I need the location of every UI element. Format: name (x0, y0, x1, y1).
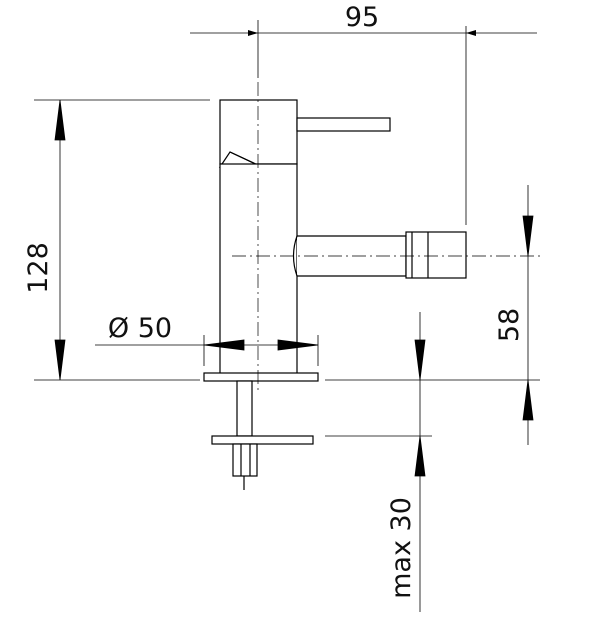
center-lines (232, 82, 540, 392)
threaded-rod (236, 380, 253, 437)
dimension-95-label: 95 (345, 2, 379, 33)
faucet-body (203, 99, 467, 490)
lever-handle (296, 117, 391, 132)
mounting-plate (211, 435, 314, 445)
counter-reference-lines (325, 379, 540, 437)
dimension-128 (34, 99, 210, 381)
dimension-58 (522, 185, 534, 445)
dimension-max-30 (414, 312, 426, 612)
dimension-diameter-50 (95, 335, 319, 366)
spout-nozzle (405, 231, 467, 279)
dimension-95 (190, 20, 537, 225)
mounting-nut (232, 443, 258, 477)
dimension-128-label: 128 (23, 242, 54, 294)
base-plate (203, 372, 319, 382)
dimension-diameter-50-label: Ø 50 (108, 313, 172, 344)
dimension-58-label: 58 (494, 308, 525, 342)
dimension-max-30-label: max 30 (386, 497, 417, 599)
